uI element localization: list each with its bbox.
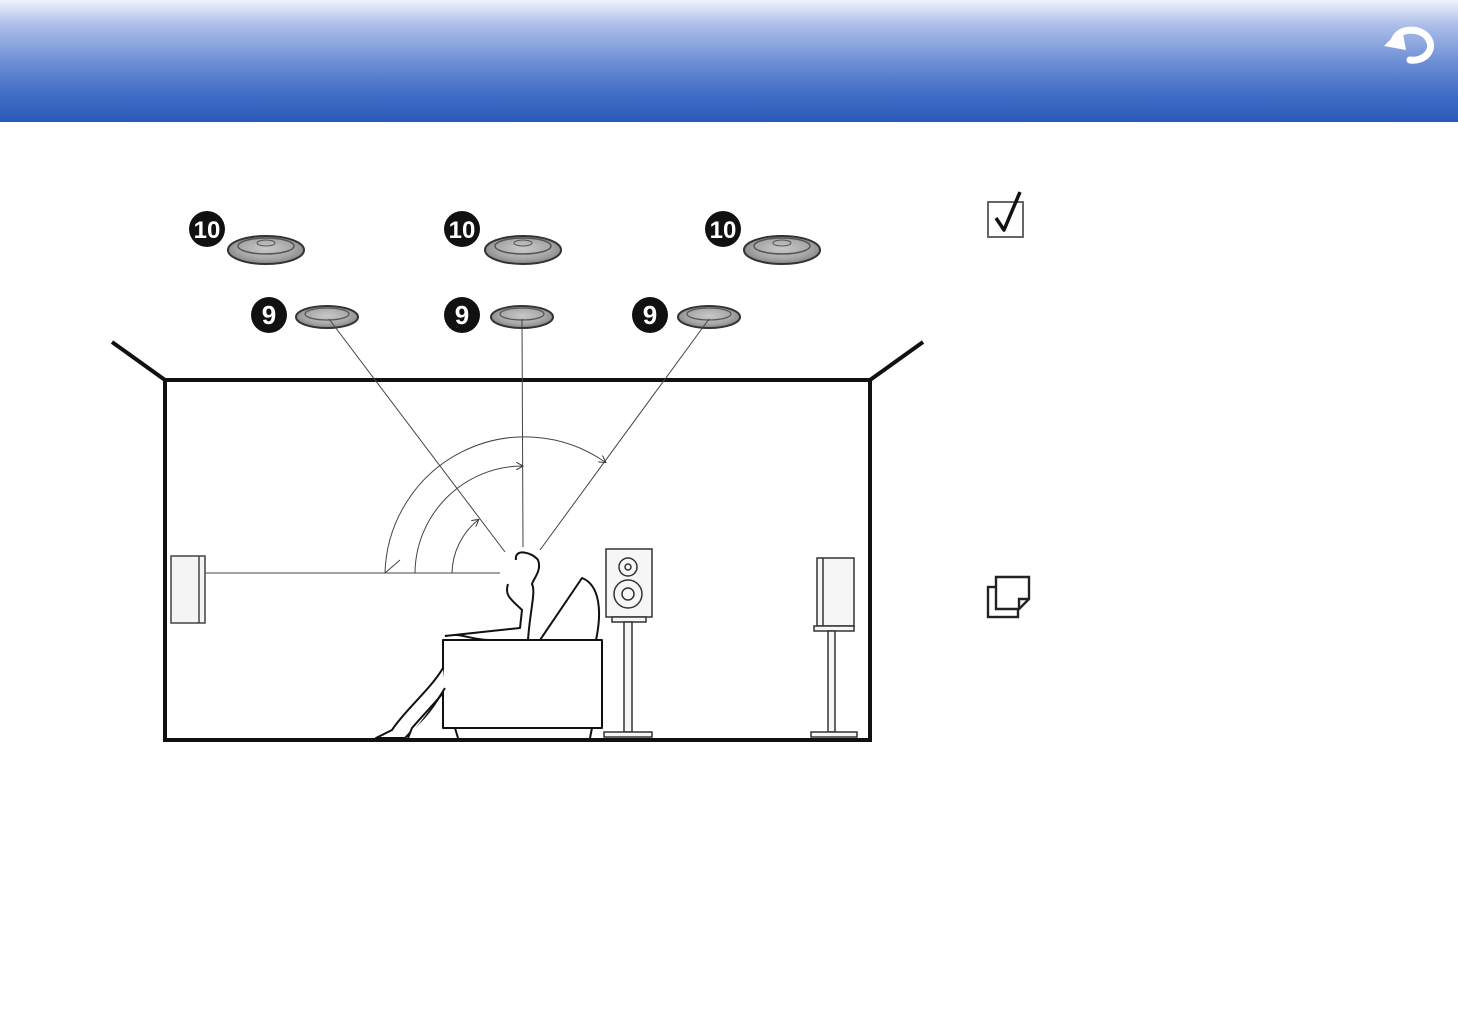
badge-10-1: 10 [189,211,225,247]
angle-lines [205,319,709,573]
back-button[interactable] [1380,18,1440,68]
rear-speaker-stand [811,558,857,737]
svg-text:10: 10 [194,217,221,244]
svg-text:9: 9 [455,300,469,330]
ceiling-speaker-mid-1 [296,306,358,328]
back-arrow-icon [1380,18,1440,68]
badge-9-3: 9 [632,297,668,333]
badge-9-2: 9 [444,297,480,333]
badge-10-2: 10 [444,211,480,247]
badge-10-3: 10 [705,211,741,247]
svg-text:10: 10 [449,217,476,244]
badge-9-1: 9 [251,297,287,333]
svg-text:9: 9 [643,300,657,330]
note-pages-icon [984,573,1034,623]
listener-figure [376,552,602,738]
ceiling-speaker-top-3 [744,236,820,264]
ceiling-speaker-top-2 [485,236,561,264]
checkbox-check-icon [984,190,1030,240]
speaker-layout-diagram: 10 10 10 9 9 [0,122,940,802]
svg-text:9: 9 [262,300,276,330]
svg-text:10: 10 [710,217,737,244]
front-speaker [171,556,205,623]
ceiling-speaker-mid-3 [678,306,740,328]
surround-speaker-stand [604,549,652,737]
ceiling-speaker-top-1 [228,236,304,264]
header-bar [0,0,1458,122]
